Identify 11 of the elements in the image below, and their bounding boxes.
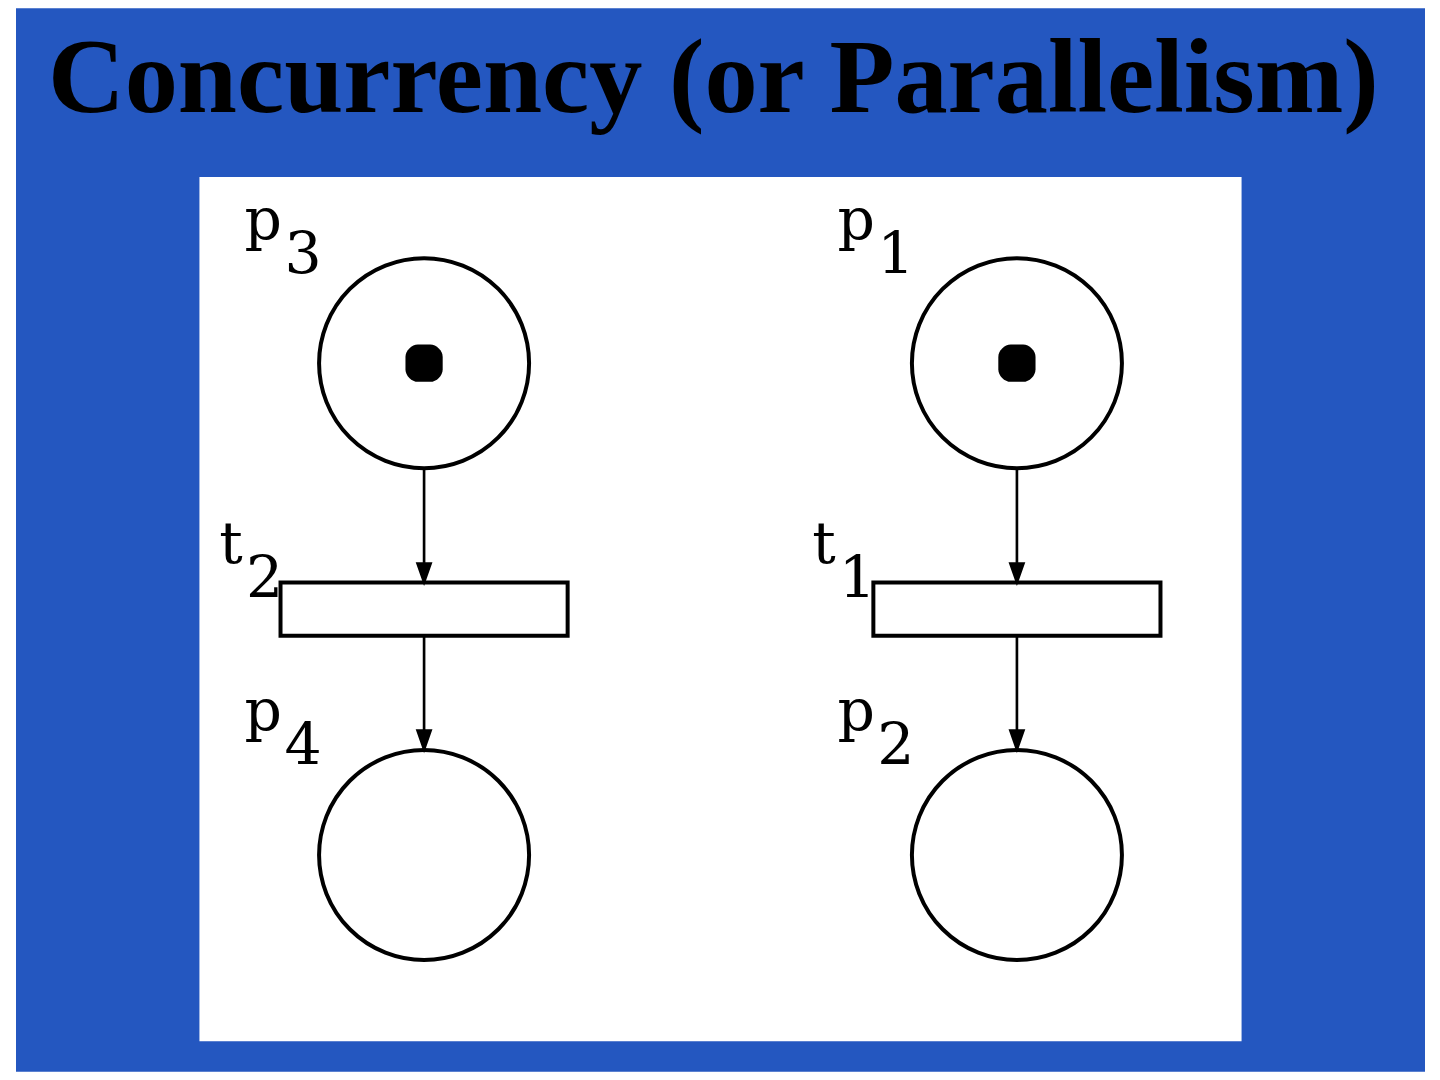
arrow <box>415 635 432 754</box>
node-circle <box>909 748 1124 963</box>
node-bar <box>278 580 570 638</box>
cluster <box>198 177 1242 1042</box>
arrow <box>1008 468 1025 587</box>
arrow <box>1008 635 1025 754</box>
arrow <box>415 468 432 587</box>
node-bar <box>870 580 1162 638</box>
node-circle <box>316 256 531 471</box>
node-circle <box>909 256 1124 471</box>
diagram-title: Concurrency (or Parallelism) <box>47 16 1379 135</box>
